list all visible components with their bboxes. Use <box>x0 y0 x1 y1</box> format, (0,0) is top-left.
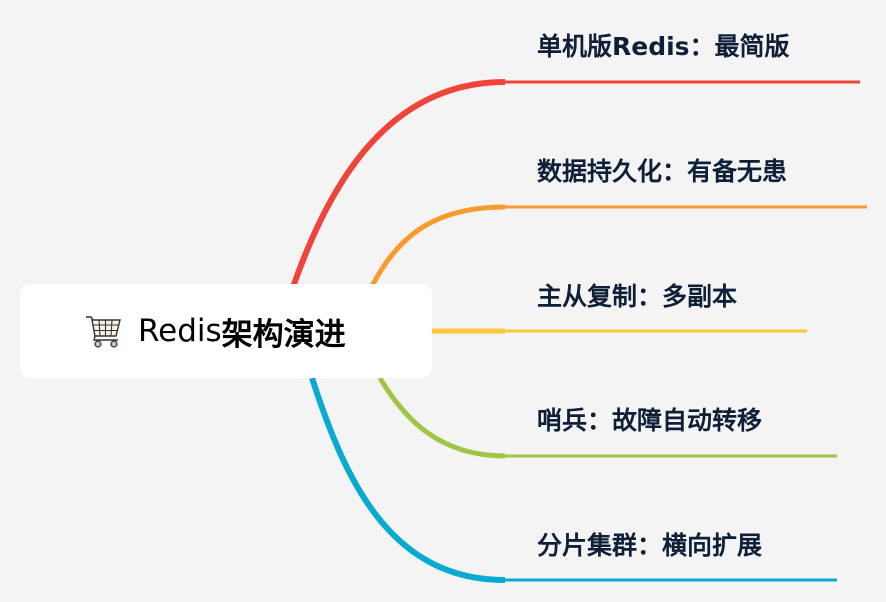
shopping-cart-icon <box>86 316 121 348</box>
root-title-zh: 架构演进 <box>221 316 346 353</box>
topic-sentinel[interactable]: 哨兵：故障自动转移 <box>537 406 763 435</box>
branch-line-3 <box>377 376 506 459</box>
topic-standalone[interactable]: 单机版Redis：最简版 <box>537 32 790 61</box>
topic-replication[interactable]: 主从复制：多副本 <box>537 282 738 311</box>
branch-line-4 <box>309 377 506 583</box>
topic-cluster[interactable]: 分片集群：横向扩展 <box>537 531 763 560</box>
branch-line-0 <box>289 79 506 291</box>
branch-line-1 <box>367 204 506 292</box>
topic-persistence[interactable]: 数据持久化：有备无患 <box>537 157 788 186</box>
root-title-en: Redis <box>138 313 222 349</box>
